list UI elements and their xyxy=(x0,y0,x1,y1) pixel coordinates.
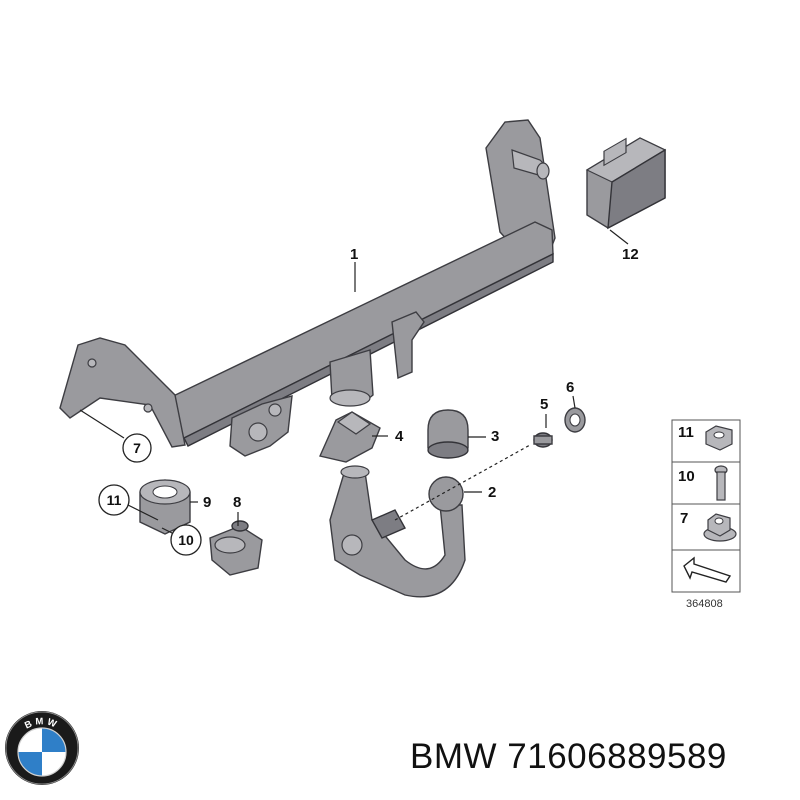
legend-item-11: 11 xyxy=(678,424,694,441)
callout-7-circle xyxy=(122,433,152,463)
legend-item-7: 7 xyxy=(680,510,688,527)
caption-part-number: 71606889589 xyxy=(507,737,727,776)
callout-7: 7 xyxy=(133,440,141,456)
callout-10-circle xyxy=(170,524,202,556)
part-caption: BMW 71606889589 xyxy=(410,737,795,787)
part-8-plug xyxy=(209,520,263,576)
callout-6: 6 xyxy=(566,379,574,396)
part-5-bolt xyxy=(533,432,553,448)
callout-4: 4 xyxy=(395,428,404,445)
fastener-legend: 11 10 7 364808 xyxy=(671,419,741,610)
bolt-icon xyxy=(714,465,728,501)
part-4-bracket xyxy=(319,411,381,463)
part-6-washer xyxy=(564,407,586,433)
callout-9: 9 xyxy=(203,494,211,511)
arrow-icon xyxy=(683,556,732,583)
callout-10: 10 xyxy=(178,532,194,548)
nut-icon xyxy=(705,425,733,451)
callout-1: 1 xyxy=(350,246,358,263)
part-1-crossbeam xyxy=(59,119,556,457)
callouts: 1 12 4 3 2 5 6 9 8 7 11 10 xyxy=(98,246,639,556)
callout-11: 11 xyxy=(107,492,122,508)
callout-3: 3 xyxy=(491,428,499,445)
svg-text:BMW: BMW xyxy=(23,716,61,731)
caption-brand: BMW xyxy=(410,737,498,776)
flange-nut-icon xyxy=(703,513,737,542)
part-12-control-unit xyxy=(585,137,667,230)
callout-11-circle xyxy=(98,484,130,516)
callout-5: 5 xyxy=(540,396,548,413)
part-9-socket xyxy=(139,479,191,535)
callout-2: 2 xyxy=(488,484,496,501)
bmw-logo: BMW xyxy=(5,711,79,785)
part-2-tow-ball xyxy=(329,465,466,598)
part-3-cap xyxy=(427,409,469,459)
legend-item-10: 10 xyxy=(678,468,695,485)
diagram-number: 364808 xyxy=(686,598,723,610)
callout-12: 12 xyxy=(622,246,639,263)
callout-8: 8 xyxy=(233,494,241,511)
logo-text: BMW xyxy=(23,716,58,731)
